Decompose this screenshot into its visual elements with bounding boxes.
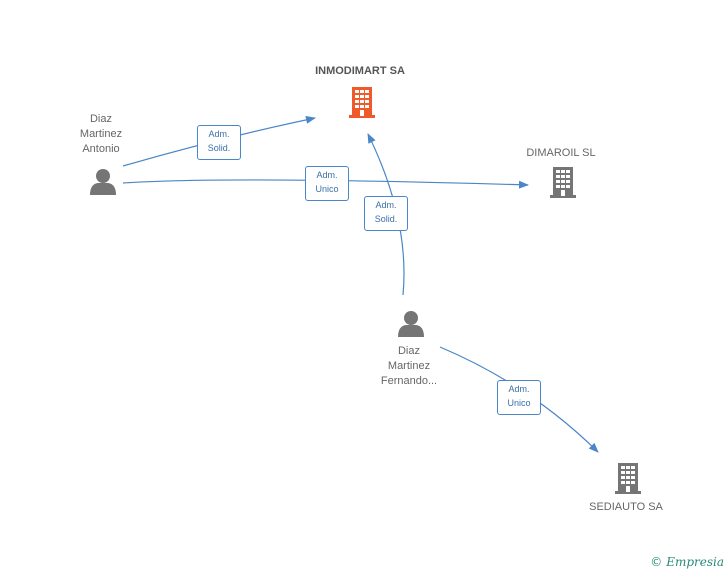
person-label-line: Fernando... bbox=[380, 375, 438, 387]
brand-name: Empresia bbox=[666, 555, 724, 569]
person-label-line: Martinez bbox=[387, 360, 431, 372]
company-label-sediauto[interactable]: SEDIAUTO SA bbox=[589, 501, 663, 513]
edge-antonio-dimaroil bbox=[122, 179, 529, 189]
person-label-antonio[interactable]: Diaz Martinez Antonio bbox=[60, 112, 142, 157]
edge-label-line: Adm. bbox=[316, 170, 338, 180]
edge-label-role[interactable]: Adm. Solid. bbox=[197, 125, 241, 160]
person-label-line: Martinez bbox=[79, 128, 123, 140]
person-label-line: Antonio bbox=[82, 143, 120, 155]
brand-watermark: ©Empresia bbox=[650, 555, 724, 569]
edge-label-line: Adm. bbox=[508, 384, 530, 394]
edge-label-line: Solid. bbox=[207, 143, 231, 153]
person-label-line: Diaz bbox=[89, 113, 112, 125]
edge-label-role[interactable]: Adm. Unico bbox=[497, 380, 541, 415]
building-icon[interactable] bbox=[347, 86, 377, 118]
copyright-icon: © bbox=[650, 555, 663, 569]
person-label-fernando[interactable]: Diaz Martinez Fernando... bbox=[364, 344, 454, 389]
building-icon[interactable] bbox=[550, 167, 576, 198]
building-icon[interactable] bbox=[615, 463, 641, 494]
edge-label-line: Solid. bbox=[374, 214, 398, 224]
person-icon[interactable] bbox=[90, 169, 116, 195]
edge-label-line: Adm. bbox=[208, 129, 230, 139]
person-icon[interactable] bbox=[398, 311, 424, 337]
edge-label-line: Unico bbox=[315, 184, 339, 194]
company-label-dimaroil[interactable]: DIMAROIL SL bbox=[526, 147, 596, 159]
edge-label-role[interactable]: Adm. Unico bbox=[305, 166, 349, 201]
edge-label-line: Unico bbox=[507, 398, 531, 408]
edge-label-role[interactable]: Adm. Solid. bbox=[364, 196, 408, 231]
person-label-line: Diaz bbox=[397, 345, 420, 357]
edge-label-line: Adm. bbox=[375, 200, 397, 210]
company-label-inmodimart[interactable]: INMODIMART SA bbox=[315, 65, 405, 77]
